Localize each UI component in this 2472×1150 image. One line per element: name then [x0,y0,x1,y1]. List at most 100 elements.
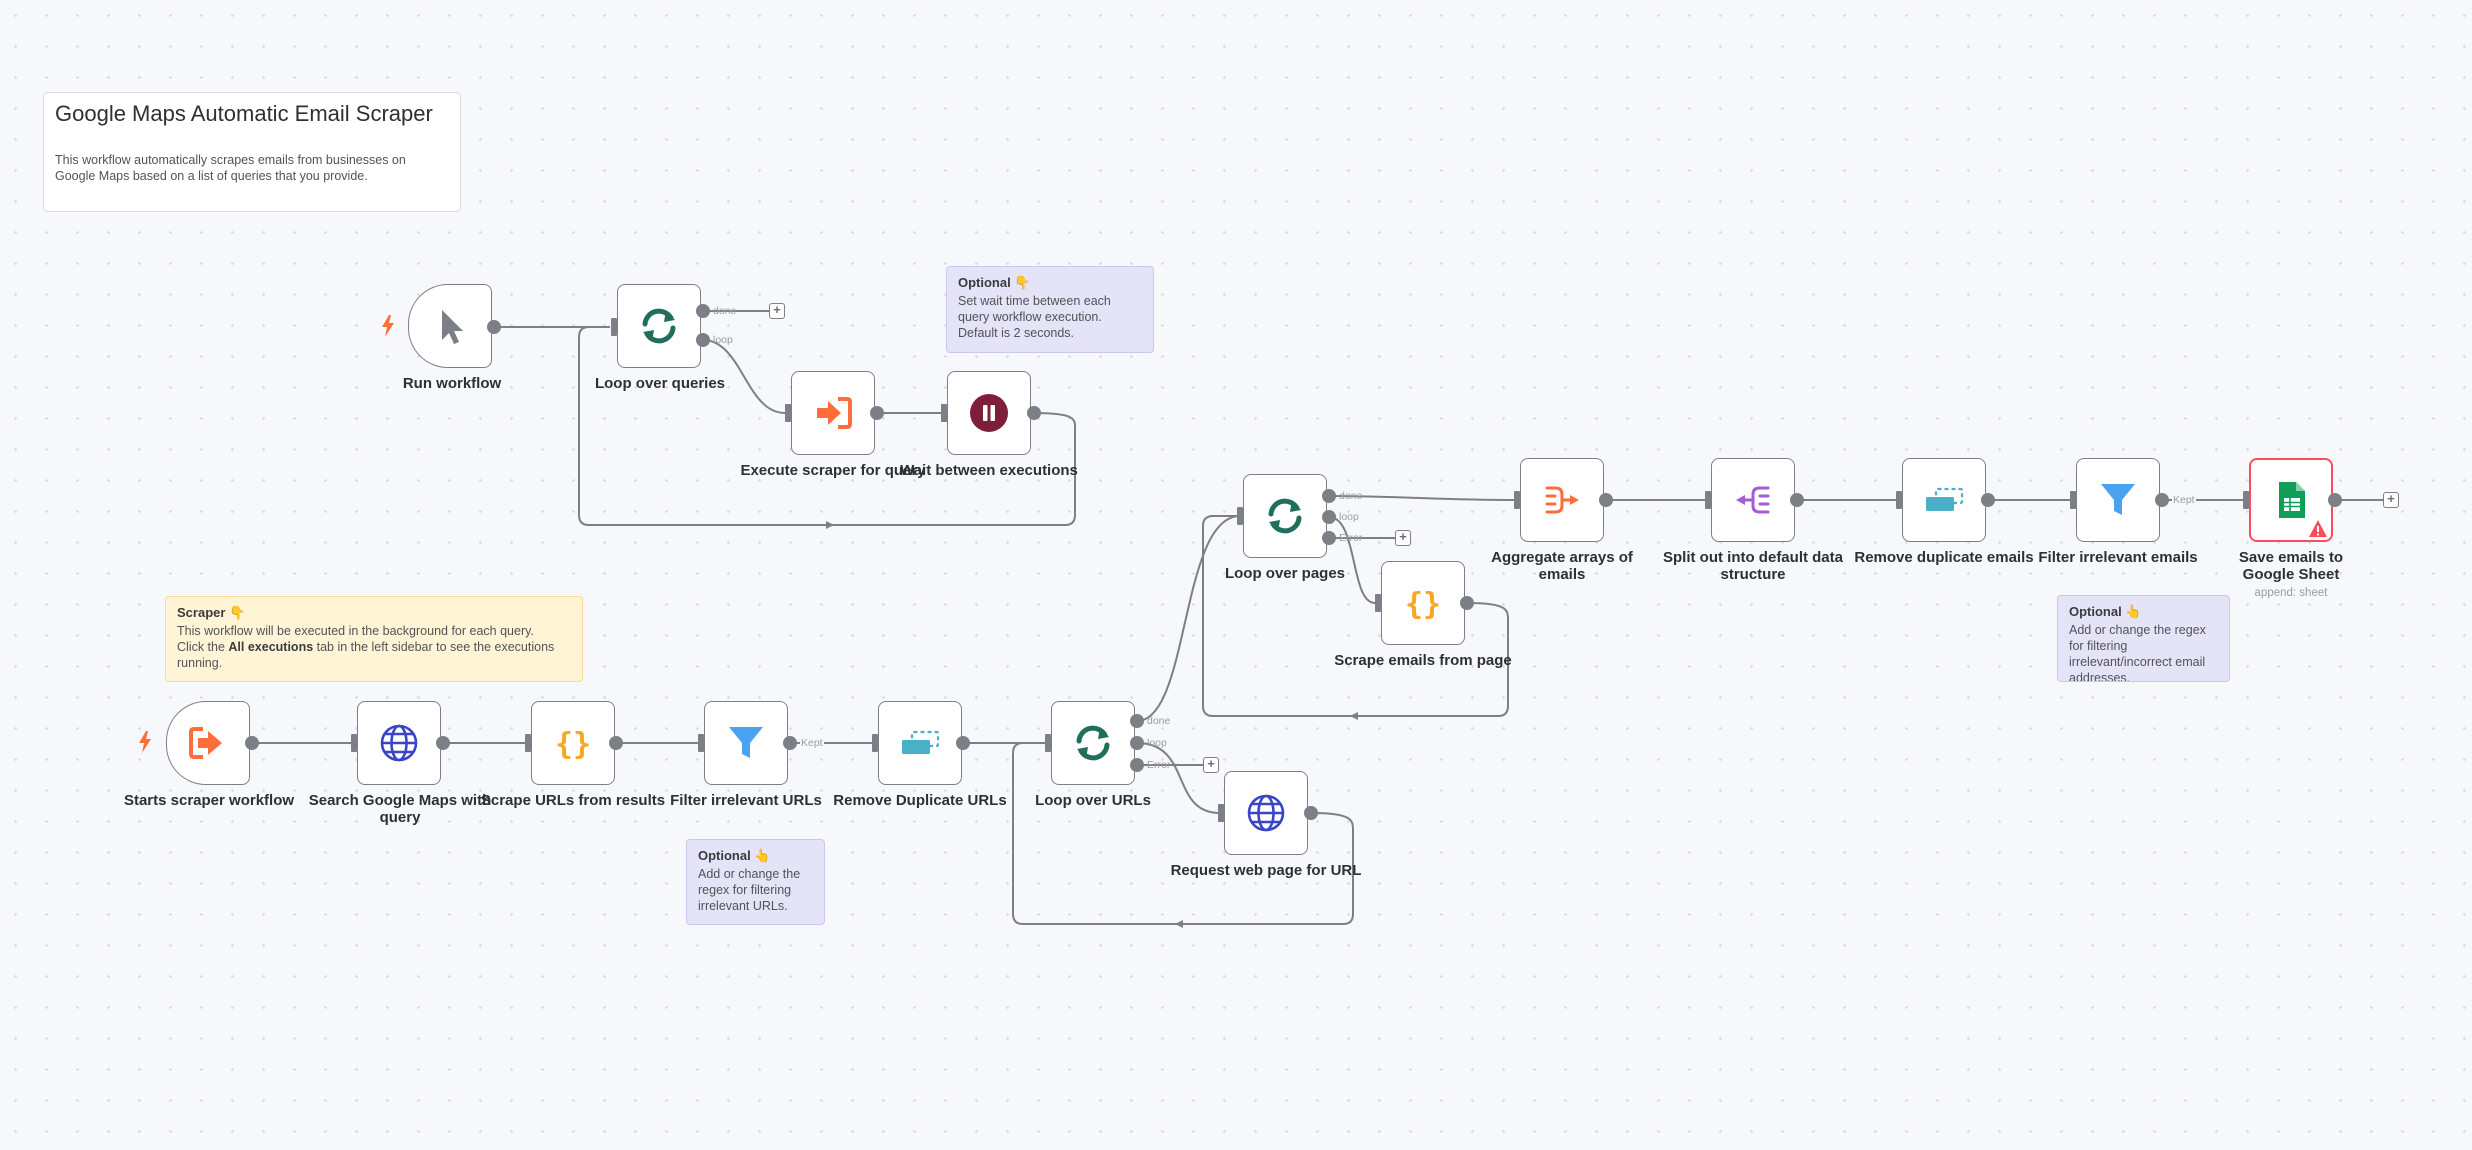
add-node-button[interactable]: + [1395,530,1411,546]
input-handle[interactable] [351,734,357,752]
loop-icon [642,308,676,344]
svg-text:{}: {} [1405,587,1441,622]
input-handle[interactable] [525,734,531,752]
node-split-out[interactable] [1711,458,1795,542]
dedupe-icon [1926,487,1964,511]
output-handle-done[interactable] [1322,489,1336,503]
sticky-scraper-note[interactable]: Scraper 👇 This workflow will be executed… [165,596,583,682]
node-filter-urls[interactable] [704,701,788,785]
output-handle[interactable] [1304,806,1318,820]
sticky-scraper-line1: This workflow will be executed in the ba… [177,624,534,638]
sticky-emails-note[interactable]: Optional 👆 Add or change the regex for f… [2057,595,2230,682]
loop-icon [1268,498,1302,534]
node-request-web-page[interactable] [1224,771,1308,855]
filter-icon [729,727,763,758]
warning-icon[interactable] [2308,519,2328,539]
node-loop-over-pages[interactable] [1243,474,1327,558]
node-remove-duplicate-urls[interactable] [878,701,962,785]
output-handle[interactable] [1790,493,1804,507]
edge-request-back-to-loop-urls [1012,742,1354,925]
input-handle[interactable] [1896,491,1902,509]
input-handle[interactable] [1045,734,1051,752]
google-sheets-icon [2279,482,2305,518]
node-scrape-emails[interactable]: {} [1381,561,1465,645]
label-scrape-urls: Scrape URLs from results [480,792,666,809]
sticky-intro-body: This workflow automatically scrapes emai… [55,153,406,183]
input-handle[interactable] [1705,491,1711,509]
output-handle-kept[interactable] [2155,493,2169,507]
output-handle-error[interactable] [1322,531,1336,545]
edge-loop-urls-loop-to-request [1136,742,1221,814]
output-handle-done[interactable] [696,304,710,318]
sticky-wait-title: Optional 👇 [958,275,1031,290]
node-run-workflow[interactable] [408,284,492,368]
output-handle[interactable] [487,320,501,334]
add-node-button[interactable]: + [2383,492,2399,508]
output-handle[interactable] [245,736,259,750]
node-starts-scraper[interactable] [166,701,250,785]
input-handle[interactable] [1218,804,1224,822]
label-filter-emails: Filter irrelevant emails [2038,549,2198,566]
node-filter-emails[interactable] [2076,458,2160,542]
edge-label-kept: Kept [2172,494,2196,506]
sticky-urls-note[interactable]: Optional 👆 Add or change the regex for f… [686,839,825,925]
output-handle[interactable] [609,736,623,750]
input-handle[interactable] [698,734,704,752]
input-handle[interactable] [1375,594,1381,612]
output-handle[interactable] [956,736,970,750]
loop-icon [1076,725,1110,761]
label-scrape-emails: Scrape emails from page [1334,652,1512,669]
node-scrape-urls[interactable]: {} [531,701,615,785]
node-remove-duplicate-emails[interactable] [1902,458,1986,542]
output-handle-done[interactable] [1130,714,1144,728]
sublabel-save-to-google-sheet: append: sheet [2254,587,2328,599]
port-label-loop: loop [1339,511,1359,523]
output-handle-loop[interactable] [1130,736,1144,750]
output-handle-loop[interactable] [696,333,710,347]
node-search-google-maps[interactable] [357,701,441,785]
label-save-to-google-sheet: Save emails to Google Sheet [2238,549,2344,583]
input-handle[interactable] [2070,491,2076,509]
node-loop-over-urls[interactable] [1051,701,1135,785]
input-handle[interactable] [941,404,947,422]
input-handle[interactable] [1237,507,1243,525]
node-loop-over-queries[interactable] [617,284,701,368]
execute-trigger-icon [189,727,222,759]
node-aggregate-emails[interactable] [1520,458,1604,542]
dedupe-icon [902,730,940,754]
input-handle[interactable] [785,404,791,422]
output-handle-loop[interactable] [1322,510,1336,524]
port-label-done: done [713,305,737,317]
cursor-icon [442,310,463,344]
input-handle[interactable] [611,318,617,336]
output-handle[interactable] [2328,493,2342,507]
output-handle-error[interactable] [1130,758,1144,772]
add-node-button[interactable]: + [1203,757,1219,773]
output-handle[interactable] [1027,406,1041,420]
input-handle[interactable] [1514,491,1520,509]
output-handle[interactable] [436,736,450,750]
output-handle[interactable] [1981,493,1995,507]
node-save-to-google-sheet[interactable] [2249,458,2333,542]
input-handle[interactable] [872,734,878,752]
output-handle[interactable] [1460,596,1474,610]
input-handle[interactable] [2243,491,2249,509]
sticky-wait-body: Set wait time between each query workflo… [958,294,1111,340]
port-label-done: done [1339,490,1363,502]
sticky-intro[interactable]: Google Maps Automatic Email Scraper This… [43,92,461,212]
trigger-bolt-icon [139,731,151,753]
node-wait-between-executions[interactable] [947,371,1031,455]
add-node-button[interactable]: + [769,303,785,319]
node-execute-scraper[interactable] [791,371,875,455]
label-starts-scraper: Starts scraper workflow [123,792,295,809]
sticky-wait-note[interactable]: Optional 👇 Set wait time between each qu… [946,266,1154,353]
label-wait-between-executions: Wait between executions [900,462,1078,479]
sticky-urls-title: Optional 👆 [698,848,771,863]
sticky-intro-title: Google Maps Automatic Email Scraper [55,101,433,126]
svg-text:{}: {} [555,727,591,762]
output-handle[interactable] [1599,493,1613,507]
sticky-scraper-line2-post: tab in the left sidebar to see the execu… [177,640,555,670]
output-handle-kept[interactable] [783,736,797,750]
output-handle[interactable] [870,406,884,420]
